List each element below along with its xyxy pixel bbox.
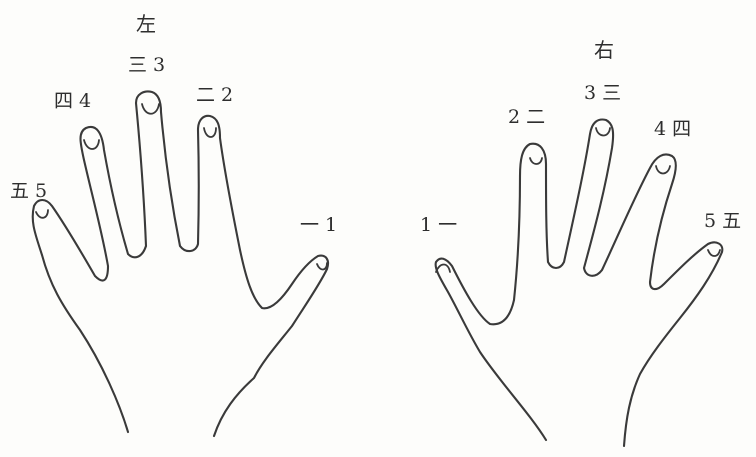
left-thumb-label: 一 1 (300, 216, 337, 235)
left-hand-title: 左 (136, 14, 156, 34)
right-index-label: 2 二 (508, 108, 545, 127)
right-little-label: 5 五 (704, 212, 741, 231)
right-thumb-label: 1 一 (420, 216, 457, 235)
left-index-nail (204, 128, 216, 137)
left-little-nail (36, 210, 48, 218)
left-hand-outline (33, 91, 328, 436)
left-middle-label: 三 3 (128, 56, 165, 75)
left-little-label: 五 5 (10, 182, 47, 201)
right-hand (436, 120, 723, 446)
right-hand-outline (436, 120, 723, 446)
left-hand (33, 91, 328, 436)
right-index-nail (530, 158, 542, 164)
right-ring-label: 4 四 (654, 120, 691, 139)
left-index-label: 二 2 (196, 86, 233, 105)
right-little-nail (708, 250, 720, 256)
left-ring-nail (84, 140, 99, 149)
right-ring-nail (656, 166, 670, 174)
left-ring-label: 四 4 (54, 92, 91, 111)
right-middle-nail (596, 128, 610, 136)
right-hand-title: 右 (594, 40, 614, 60)
right-middle-label: 3 三 (584, 84, 621, 103)
right-thumb-nail (436, 265, 450, 273)
left-middle-nail (142, 104, 159, 114)
left-thumb-nail (317, 263, 327, 270)
